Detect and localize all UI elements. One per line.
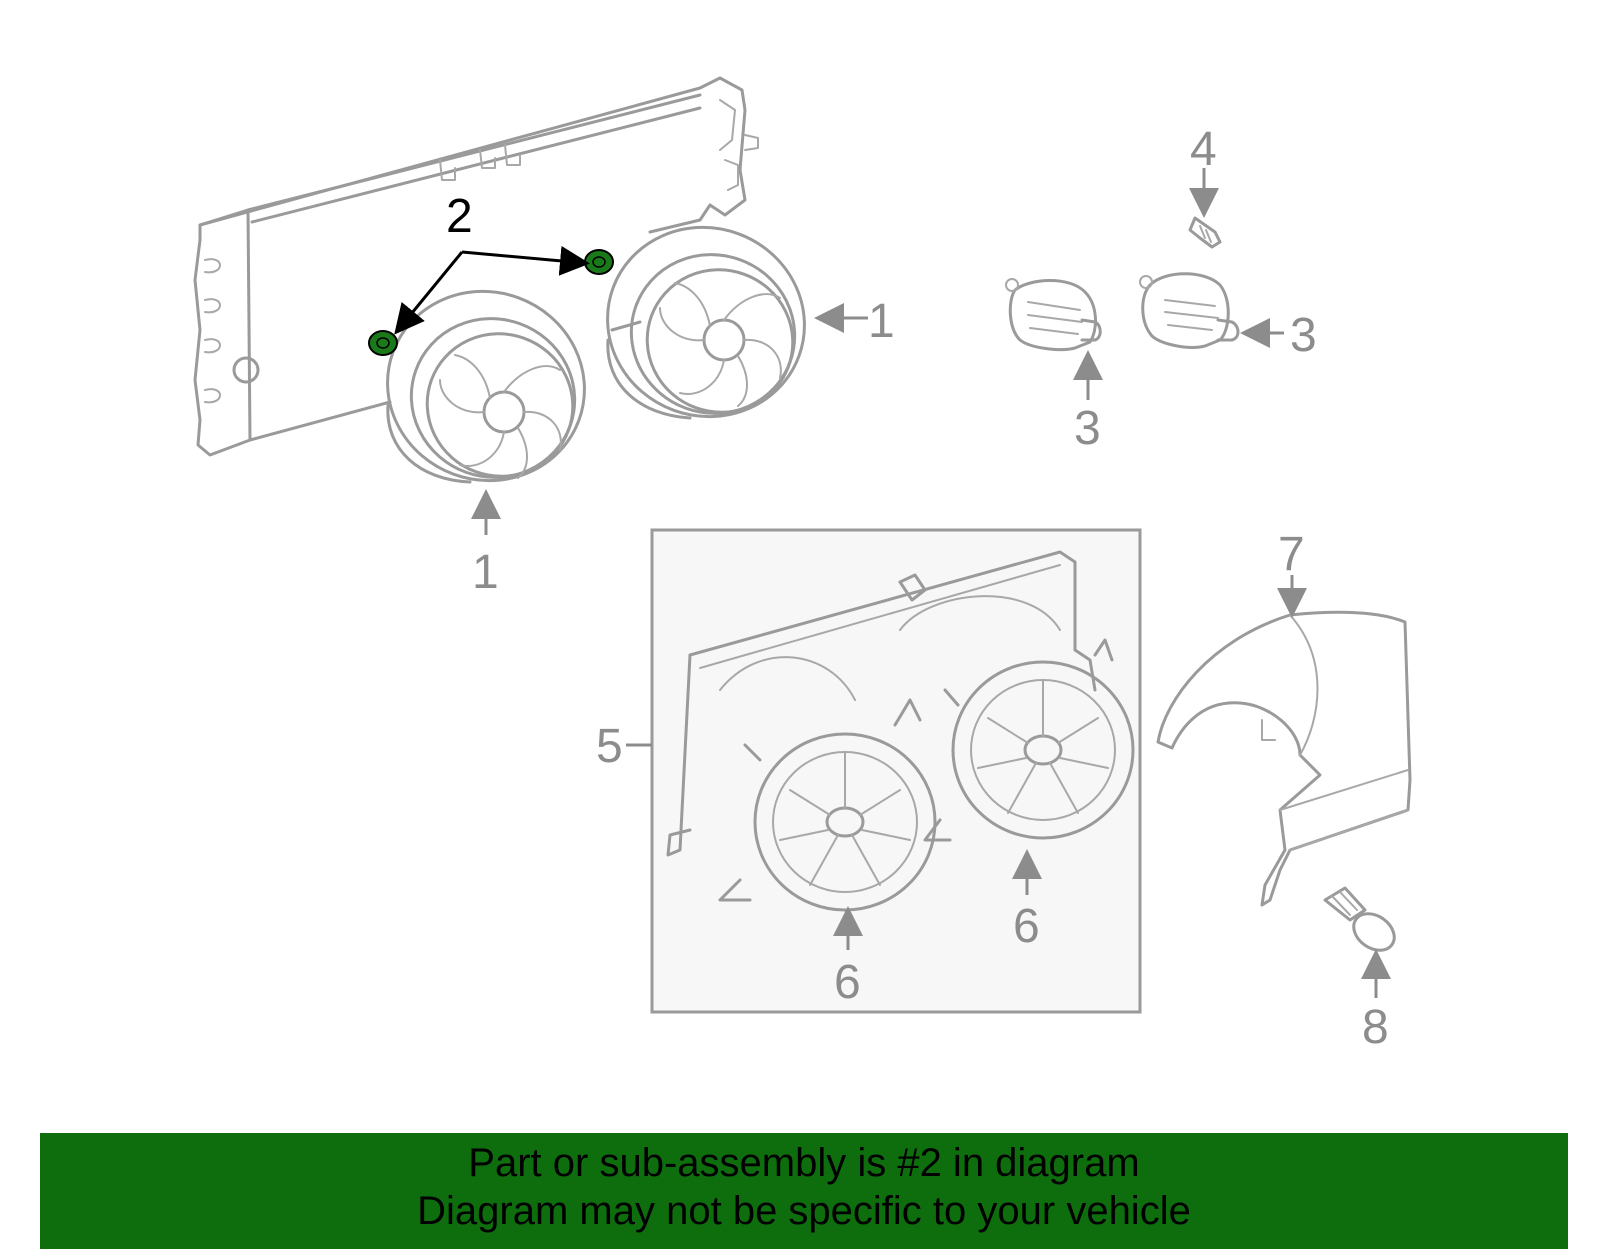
fan-right: [606, 225, 806, 420]
callout-motor-right: 3: [1290, 309, 1317, 362]
shroud-assembly: [650, 528, 1142, 1014]
banner-line-1: Part or sub-assembly is #2 in diagram: [468, 1141, 1140, 1185]
callout-bolt: 8: [1362, 1001, 1389, 1054]
callout-line-nut-right: [461, 245, 590, 276]
banner-line-2: Diagram may not be specific to your vehi…: [417, 1189, 1191, 1233]
callout-shroud-fan-left: 6: [834, 956, 861, 1009]
callout-line-nut-left: [394, 251, 464, 335]
bolt: [1323, 886, 1396, 952]
radiator: [193, 76, 759, 457]
screw: [1188, 216, 1222, 249]
motor-left: [1005, 278, 1102, 352]
callout-shroud-fan-right: 6: [1013, 900, 1040, 953]
callout-motor-left: 3: [1074, 402, 1101, 455]
info-banner: Part or sub-assembly is #2 in diagram Di…: [40, 1133, 1568, 1249]
fan-left: [386, 289, 586, 484]
callout-fan-right: 1: [868, 295, 895, 348]
nut-left: [368, 330, 398, 356]
callout-shroud-assembly: 5: [596, 720, 623, 773]
motor-right: [1139, 272, 1240, 349]
callout-fan-left: 1: [472, 546, 499, 599]
nut-right: [584, 249, 614, 275]
deflector: [1156, 610, 1412, 907]
callout-screw: 4: [1190, 123, 1217, 176]
callout-deflector: 7: [1278, 528, 1305, 581]
callout-nuts: 2: [446, 190, 473, 243]
